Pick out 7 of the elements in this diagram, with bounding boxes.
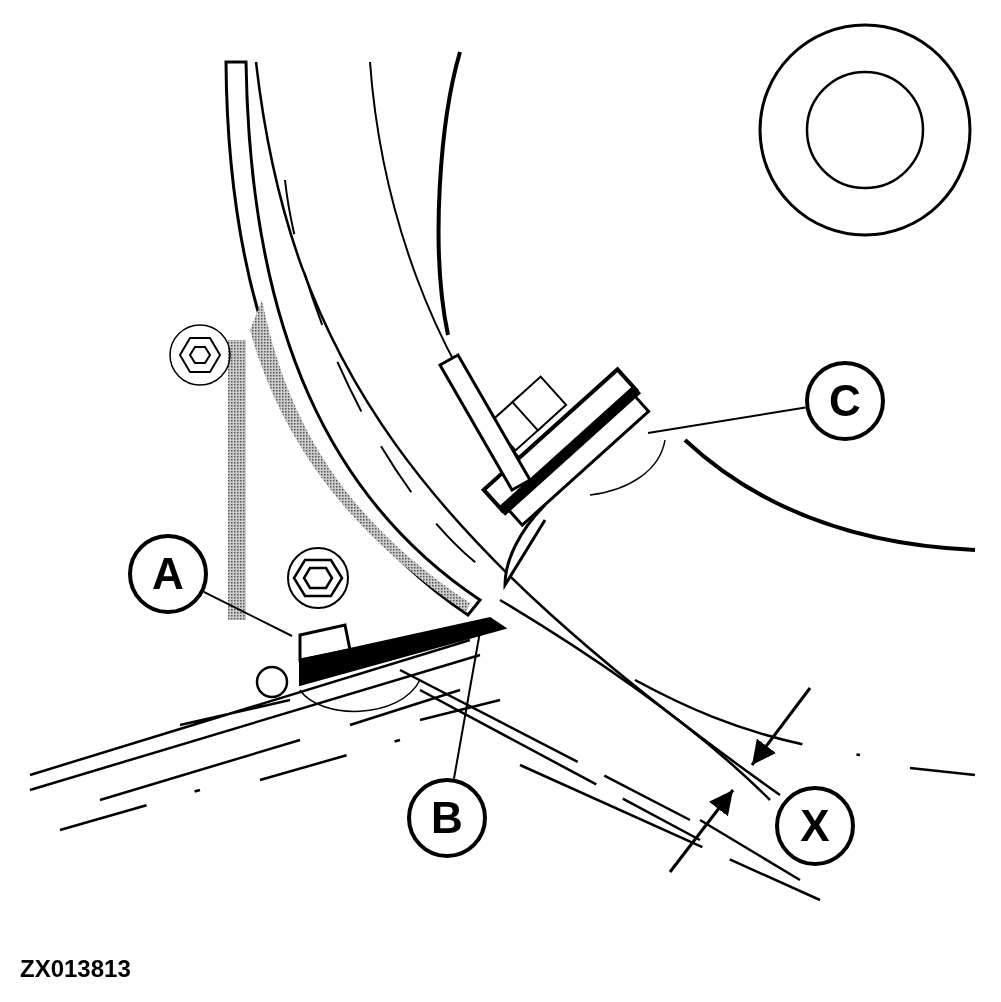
- callout-letter: A: [152, 552, 184, 596]
- figure-number: ZX013813: [20, 955, 131, 983]
- callout-letter: B: [431, 796, 463, 840]
- leader-line: [647, 406, 807, 434]
- callout-letter: X: [800, 804, 830, 848]
- leader-line: [202, 590, 293, 637]
- callout-letter: C: [829, 379, 861, 423]
